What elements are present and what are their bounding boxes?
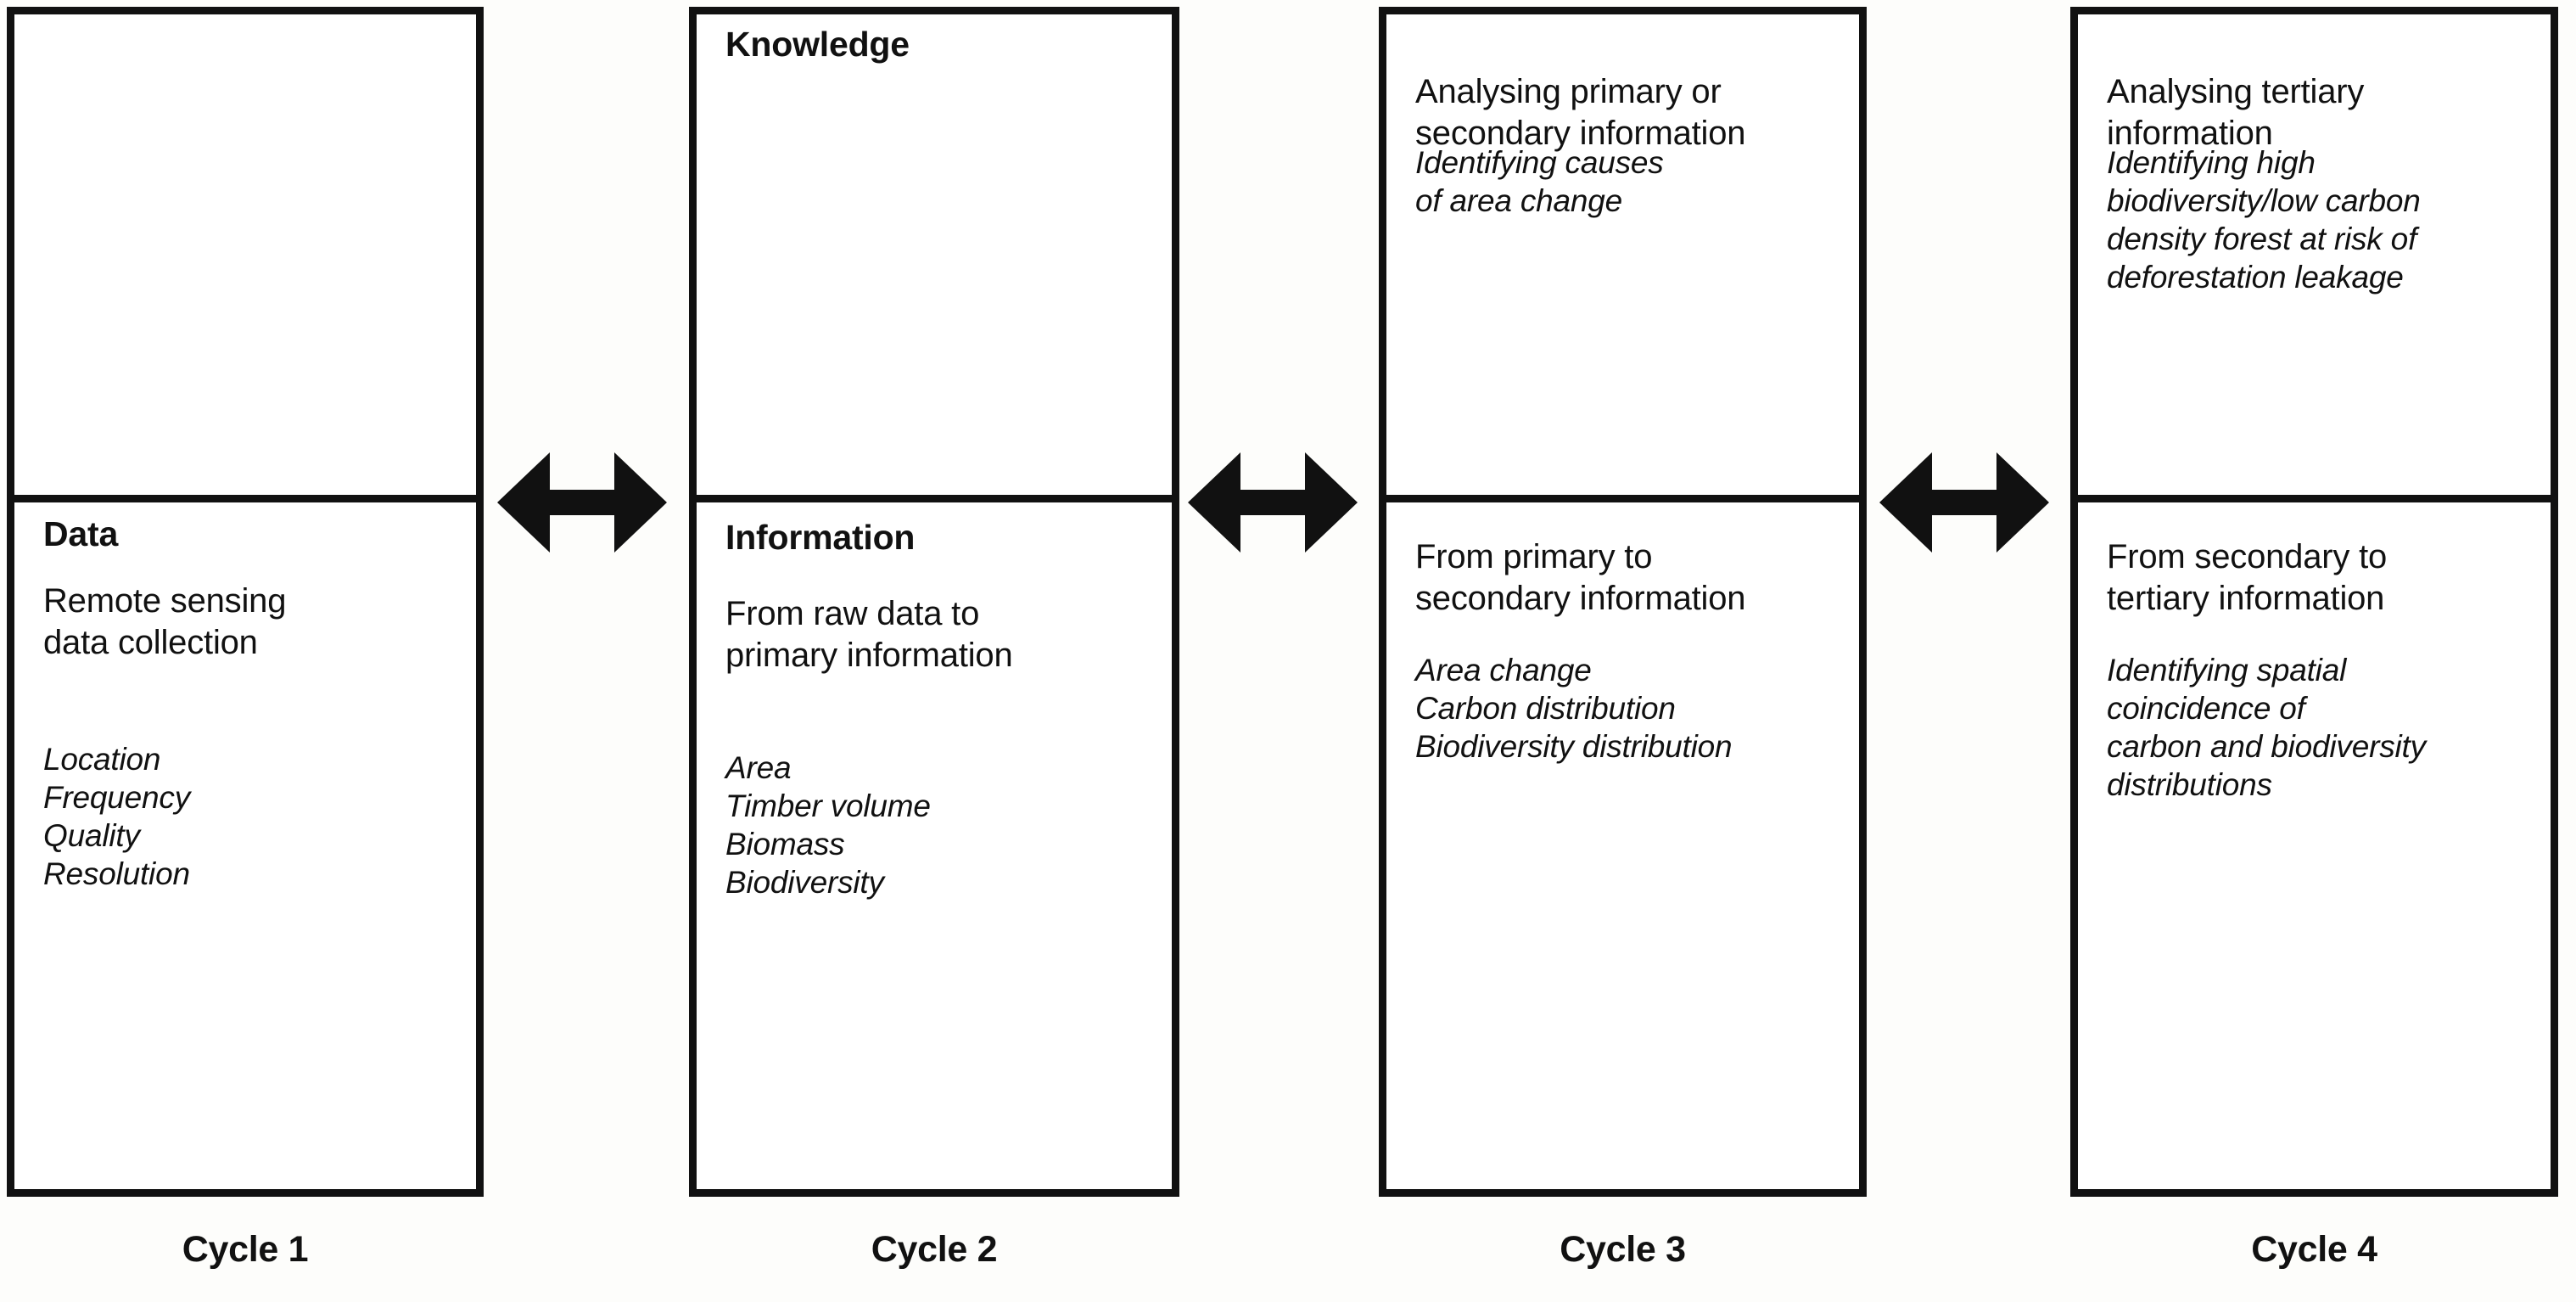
cycle-4-lower-panel: From secondary to tertiary information I… <box>2078 502 2551 1189</box>
cycle-3-upper-panel: Analysing primary or secondary informati… <box>1386 14 1859 502</box>
double-headed-arrow-icon <box>1879 447 2049 558</box>
cycle-box-3: Analysing primary or secondary informati… <box>1379 7 1867 1197</box>
cycle-1-lower-panel: Data Remote sensing data collection Loca… <box>14 502 476 1189</box>
cycle-box-2: Knowledge Information From raw data to p… <box>689 7 1179 1197</box>
cycle-4-caption: Cycle 4 <box>2251 1229 2377 1270</box>
cycle-2-lower-body: From raw data to primary information <box>725 595 1013 674</box>
double-headed-arrow-icon <box>1188 447 1358 558</box>
cycle-1-lower-italic-list: Location Frequency Quality Resolution <box>43 742 191 892</box>
cycle-1-lower-body: Remote sensing data collection <box>43 582 287 661</box>
double-headed-arrow-icon <box>497 447 667 558</box>
cycle-3-lower-panel: From primary to secondary information Ar… <box>1386 502 1859 1189</box>
cycle-1-caption: Cycle 1 <box>182 1229 309 1270</box>
cycle-1-lower-heading: Data <box>43 514 119 553</box>
cycle-3-lower-italic-list: Area change Carbon distribution Biodiver… <box>1415 653 1733 765</box>
cycle-2-lower-panel: Information From raw data to primary inf… <box>697 502 1172 1189</box>
cycle-2-lower-italic-list: Area Timber volume Biomass Biodiversity <box>725 750 931 901</box>
cycle-4-upper-italic-list: Identifying high biodiversity/low carbon… <box>2107 145 2421 295</box>
cycle-4-lower-body: From secondary to tertiary information <box>2107 538 2388 617</box>
cycle-box-4: Analysing tertiary information Identifyi… <box>2070 7 2558 1197</box>
cycle-2-upper-heading: Knowledge <box>725 25 910 64</box>
cycle-3-upper-body: Analysing primary or secondary informati… <box>1415 73 1746 152</box>
cycle-4-upper-panel: Analysing tertiary information Identifyi… <box>2078 14 2551 502</box>
cycle-2-lower-heading: Information <box>725 518 916 557</box>
cycle-3-caption: Cycle 3 <box>1560 1229 1686 1270</box>
cycle-2-upper-panel: Knowledge <box>697 14 1172 502</box>
cycle-3-upper-italic-list: Identifying causes of area change <box>1415 145 1664 219</box>
cycle-1-upper-panel <box>14 14 476 502</box>
cycle-box-1: Data Remote sensing data collection Loca… <box>7 7 484 1197</box>
cycle-3-lower-body: From primary to secondary information <box>1415 538 1746 617</box>
cycle-2-caption: Cycle 2 <box>871 1229 998 1270</box>
cycle-4-lower-italic-list: Identifying spatial coincidence of carbo… <box>2107 653 2426 803</box>
cycle-4-upper-body: Analysing tertiary information <box>2107 73 2365 152</box>
